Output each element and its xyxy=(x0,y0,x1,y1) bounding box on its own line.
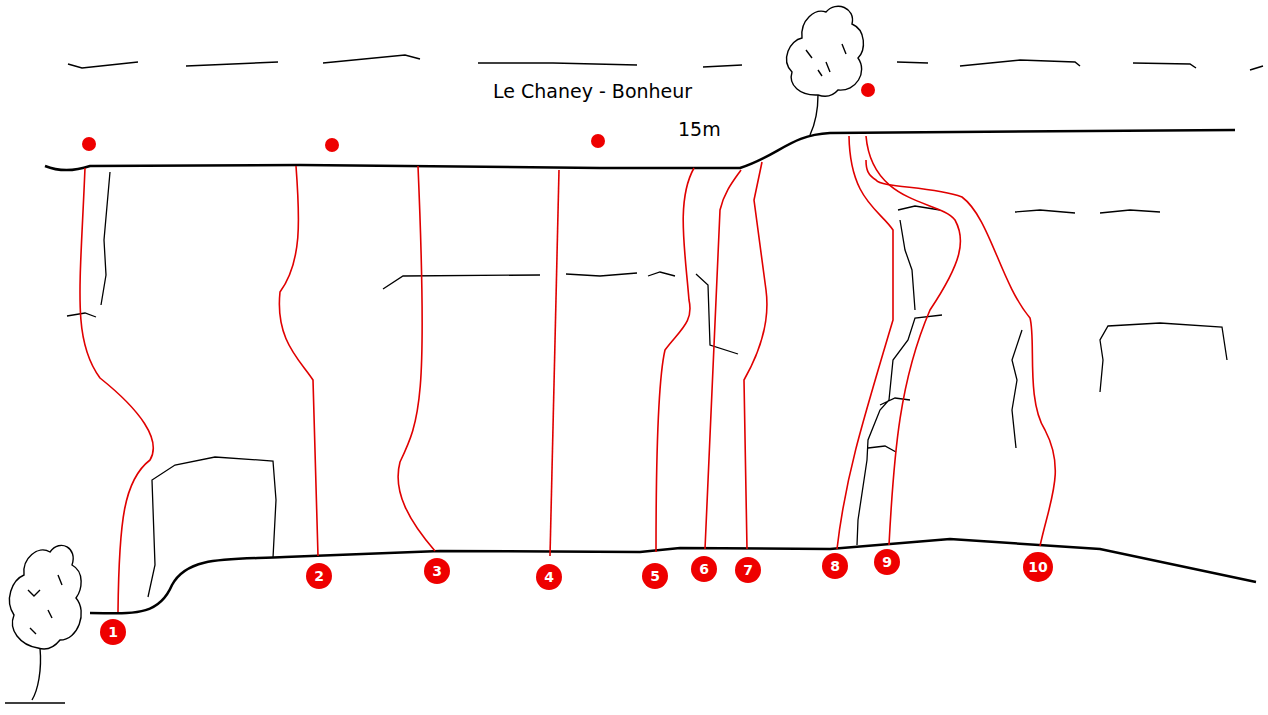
height-label: 15m xyxy=(678,118,721,140)
route-number: 1 xyxy=(100,619,126,645)
route-title: Le Chaney - Bonheur xyxy=(493,80,692,102)
cliff-edges xyxy=(45,130,1256,613)
callout-number: 7 xyxy=(743,562,753,578)
trees xyxy=(5,6,863,703)
route-lines xyxy=(80,136,1055,612)
route-number: 2 xyxy=(306,563,332,589)
callout-number: 3 xyxy=(432,563,442,579)
callout-number: 9 xyxy=(882,554,892,570)
route-number: 7 xyxy=(735,557,761,583)
route-number: 4 xyxy=(536,564,562,590)
callout-number: 5 xyxy=(650,568,660,584)
route-number: 5 xyxy=(642,563,668,589)
callout-number: 2 xyxy=(314,568,324,584)
callout-number: 8 xyxy=(830,558,840,574)
route-number: 9 xyxy=(874,549,900,575)
callout-number: 4 xyxy=(544,569,554,585)
upper-dashed-edge xyxy=(68,55,1263,70)
callout-number: 10 xyxy=(1028,559,1047,575)
rock-cracks xyxy=(67,172,1227,597)
route-number: 6 xyxy=(691,556,717,582)
route-number: 3 xyxy=(424,558,450,584)
route-number: 10 xyxy=(1023,552,1053,582)
anchor-dots xyxy=(82,83,875,152)
route-number: 8 xyxy=(822,553,848,579)
callout-number: 1 xyxy=(108,624,118,640)
callout-number: 6 xyxy=(699,561,709,577)
